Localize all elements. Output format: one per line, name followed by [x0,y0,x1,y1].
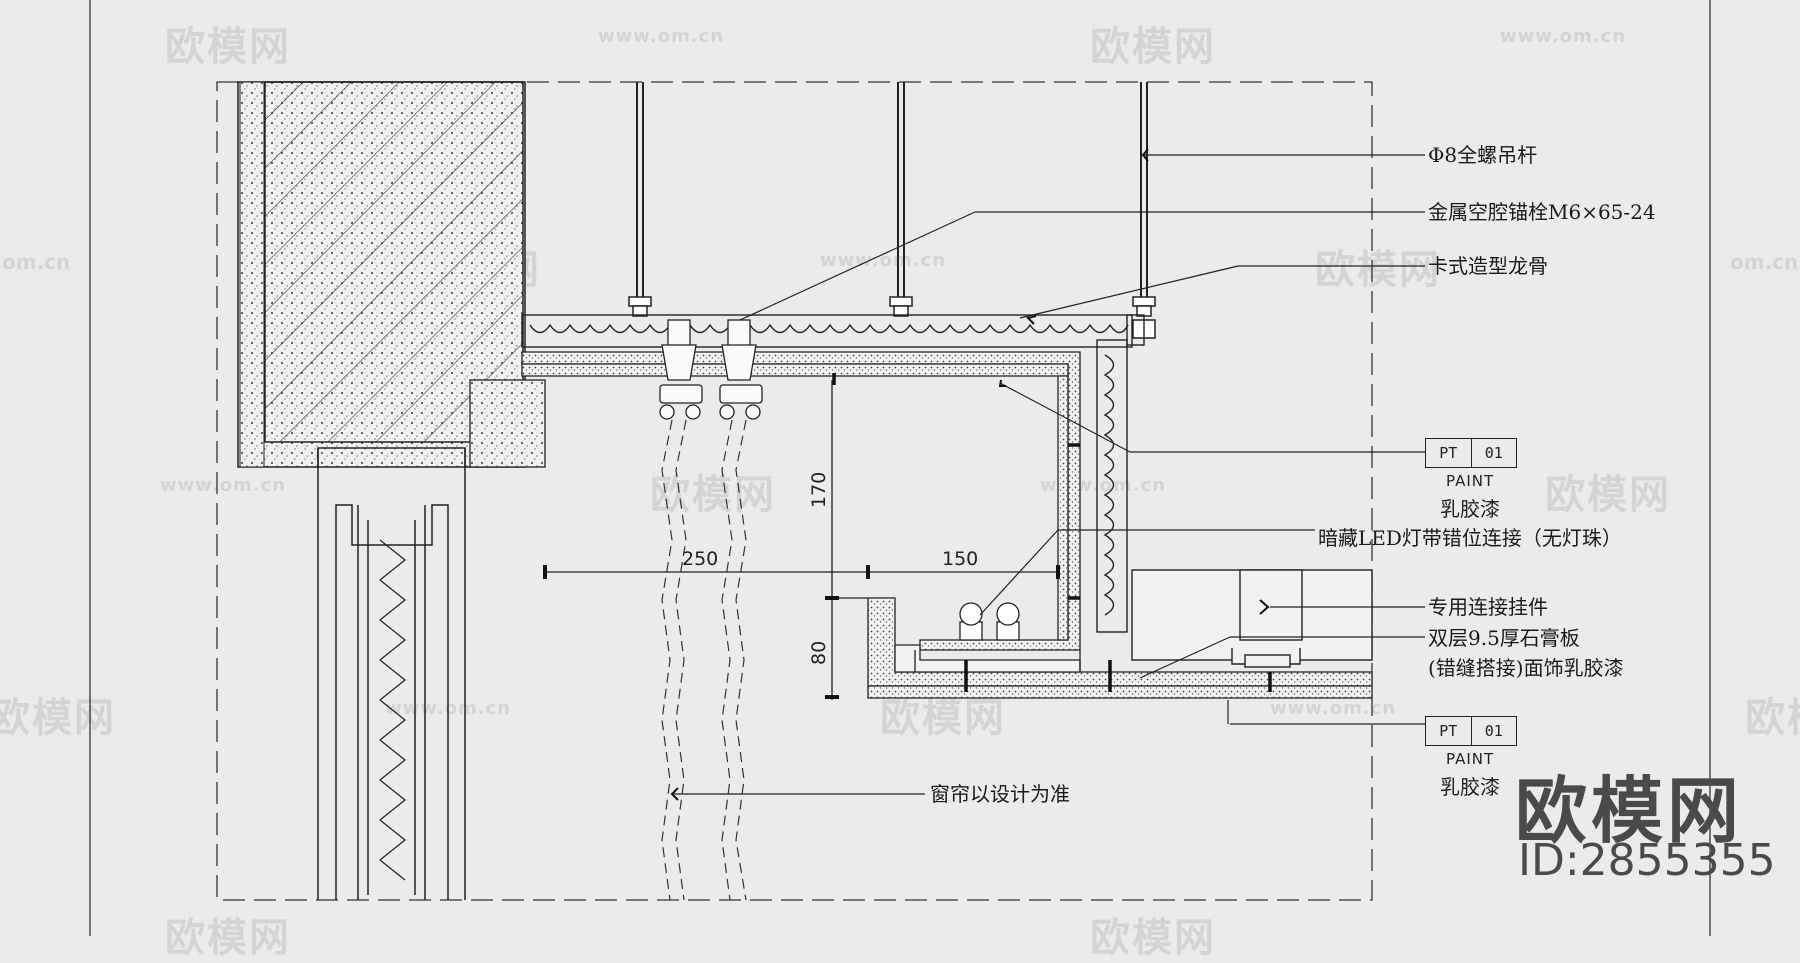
paint-cn-label: 乳胶漆 [1440,497,1500,521]
dimension-150: 150 [942,548,979,570]
label-board-line2: (错缝搭接)面饰乳胶漆 [1428,656,1624,680]
led-fixtures [959,602,1020,641]
gypsum-boards [521,351,1373,699]
tag-code: PT [1426,717,1472,745]
paint-word: PAINT [1446,750,1495,768]
tag-number: 01 [1484,444,1503,462]
paint-tag-upper: PT 01 [1425,438,1517,468]
brand-id: ID:2855355 [1518,835,1776,886]
beam-plaster-left [239,81,265,468]
paint-cn-label: 乳胶漆 [1440,775,1500,799]
label-rod: Φ8全螺吊杆 [1428,143,1538,167]
paint-tag-lower: PT 01 [1425,716,1517,746]
screws [832,373,1272,692]
vertical-keel [1096,314,1145,633]
dimension-lines [545,380,1058,700]
connection-hanger [1131,569,1373,668]
hanging-rods [636,82,1148,312]
brand-logo: 欧模网 [1515,769,1744,853]
label-hanger: 专用连接挂件 [1428,595,1548,619]
label-keel: 卡式造型龙骨 [1428,254,1548,278]
tag-code: PT [1426,439,1472,467]
dimension-ticks [543,565,1060,699]
leader-lines [672,154,1425,795]
card-keel [521,314,1133,348]
beam-plaster-bottom [469,379,546,468]
dimension-250: 250 [682,548,719,570]
detail-boundary [216,81,1373,901]
window-frame [317,447,466,900]
tag-number: 01 [1484,722,1503,740]
leader-arrows [670,148,1270,801]
label-curtain: 窗帘以设计为准 [930,782,1070,806]
label-anchor: 金属空腔锚栓M6×65-24 [1428,200,1656,224]
label-led: 暗藏LED灯带错位连接（无灯珠） [1318,526,1622,550]
dimension-80: 80 [808,640,830,665]
curtain-fabric [661,419,747,901]
label-board-line1: 双层9.5厚石膏板 [1428,626,1580,650]
section-drawing [89,0,1711,936]
rod-nuts [628,296,1156,339]
dimension-170: 170 [808,471,830,508]
paint-word: PAINT [1446,472,1495,490]
curtain-track [659,319,763,420]
